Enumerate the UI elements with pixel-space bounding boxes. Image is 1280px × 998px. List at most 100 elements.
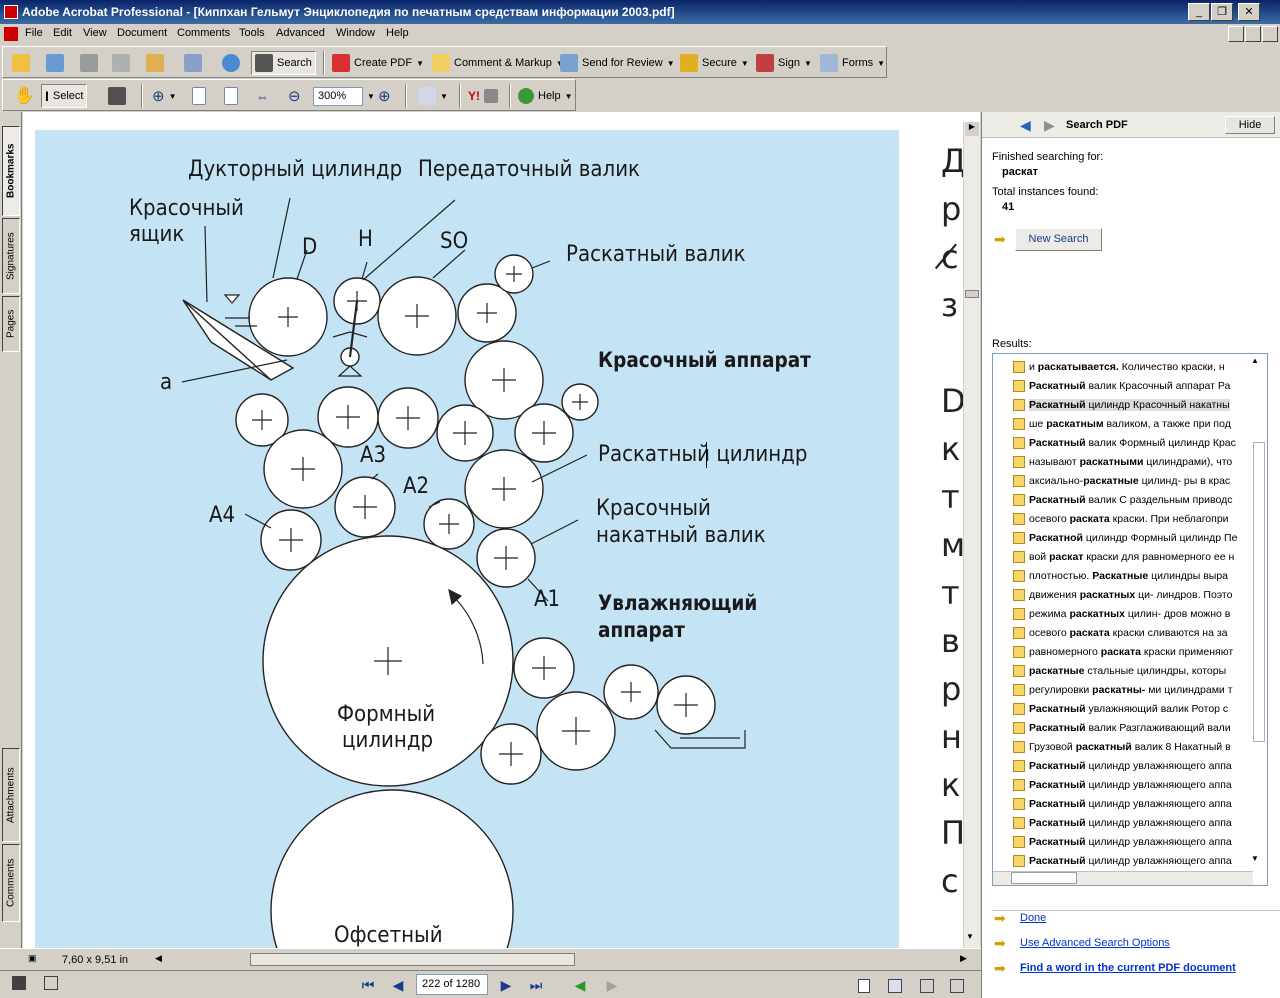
result-item[interactable]: Раскатный цилиндр увлажняющего аппа <box>1013 813 1253 832</box>
result-item[interactable]: называют раскатными цилиндрами), что <box>1013 452 1253 471</box>
organizer-button[interactable] <box>43 51 67 75</box>
menu-document[interactable]: Document <box>117 27 168 39</box>
tab-attachments[interactable]: Attachments <box>2 748 20 842</box>
result-item[interactable]: движения раскатных ци- линдров. Поэто <box>1013 585 1253 604</box>
scroll-thumb[interactable] <box>965 290 979 298</box>
facing-layout-icon[interactable] <box>920 979 934 993</box>
web-button[interactable] <box>219 51 243 75</box>
result-item[interactable]: ше раскатным валиком, а также при под <box>1013 414 1253 433</box>
close-button[interactable]: ✕ <box>1238 3 1260 21</box>
menu-help[interactable]: Help <box>386 27 409 39</box>
horizontal-scroll-thumb[interactable] <box>250 953 575 966</box>
fit-width-button[interactable]: ⇔ <box>253 84 272 108</box>
zoom-dropdown-arrow[interactable]: ▼ <box>367 92 375 101</box>
result-item[interactable]: равномерного раската краски применяют <box>1013 642 1253 661</box>
find-word-link[interactable]: Find a word in the current PDF document <box>1020 962 1236 974</box>
help-button[interactable]: Help▼ <box>515 84 576 108</box>
result-item[interactable]: аксиально-раскатные цилинд- ры в крас <box>1013 471 1253 490</box>
menu-view[interactable]: View <box>83 27 107 39</box>
results-scroll-down-icon[interactable]: ▼ <box>1251 854 1259 863</box>
new-search-button[interactable]: New Search <box>1015 228 1102 251</box>
document-vertical-scrollbar[interactable]: ▶ ▼ <box>963 122 980 948</box>
advanced-search-link[interactable]: Use Advanced Search Options <box>1020 937 1170 949</box>
tab-pages[interactable]: Pages <box>2 296 20 352</box>
attach-button[interactable] <box>181 51 205 75</box>
print-button[interactable] <box>109 51 133 75</box>
continuous-layout-icon[interactable] <box>888 979 902 993</box>
email-button[interactable] <box>143 51 167 75</box>
result-item[interactable]: Раскатный цилиндр увлажняющего аппа <box>1013 851 1253 870</box>
secure-button[interactable]: Secure▼ <box>677 51 752 75</box>
doc-close-button[interactable] <box>1262 26 1278 42</box>
tab-signatures[interactable]: Signatures <box>2 218 20 294</box>
view-icon[interactable] <box>44 976 58 990</box>
yahoo-button[interactable]: Y! <box>465 84 501 108</box>
doc-minimize-button[interactable] <box>1228 26 1244 42</box>
open-button[interactable] <box>9 51 33 75</box>
menu-file[interactable]: File <box>25 27 43 39</box>
page-number-input[interactable]: 222 of 1280 <box>416 974 488 995</box>
send-review-button[interactable]: Send for Review▼ <box>557 51 678 75</box>
menu-tools[interactable]: Tools <box>239 27 265 39</box>
h-scroll-right-icon[interactable]: ▶ <box>960 953 967 963</box>
result-item[interactable]: осевого раската краски сливаются на за <box>1013 623 1253 642</box>
hide-button[interactable]: Hide <box>1225 116 1275 134</box>
menu-window[interactable]: Window <box>336 27 376 39</box>
result-item[interactable]: Раскатный цилиндр увлажняющего аппа <box>1013 832 1253 851</box>
result-item[interactable]: Раскатный цилиндр увлажняющего аппа <box>1013 756 1253 775</box>
last-page-button[interactable]: ⏭ <box>529 976 543 993</box>
create-pdf-button[interactable]: Create PDF▼ <box>329 51 427 75</box>
zoom-in-button[interactable]: ⊕ <box>375 84 394 108</box>
result-item[interactable]: Раскатной цилиндр Формный цилиндр Пе <box>1013 528 1253 547</box>
first-page-button[interactable]: ⏮ <box>361 976 375 993</box>
result-item[interactable]: осевого раската краски. При неблагопри <box>1013 509 1253 528</box>
results-scroll-up-icon[interactable]: ▲ <box>1251 356 1259 365</box>
done-link[interactable]: Done <box>1020 912 1047 924</box>
tab-bookmarks[interactable]: Bookmarks <box>2 126 20 216</box>
results-scroll-thumb[interactable] <box>1253 442 1265 742</box>
forward-arrow-icon[interactable]: ▶ <box>1044 117 1055 133</box>
result-item[interactable]: Грузовой раскатный валик 8 Накатный в <box>1013 737 1253 756</box>
result-item[interactable]: Раскатный валик С раздельным приводс <box>1013 490 1253 509</box>
result-item[interactable]: плотностью. Раскатные цилиндры выра <box>1013 566 1253 585</box>
result-item[interactable]: Раскатный цилиндр увлажняющего аппа <box>1013 775 1253 794</box>
scroll-down-arrow-icon[interactable]: ▼ <box>966 932 974 941</box>
restore-button[interactable]: ❐ <box>1211 3 1233 21</box>
minimize-button[interactable]: _ <box>1188 3 1210 21</box>
single-page-layout-icon[interactable] <box>858 979 870 993</box>
previous-page-button[interactable]: ◀ <box>392 976 404 993</box>
fit-page-button[interactable] <box>221 84 241 108</box>
sign-button[interactable]: Sign▼ <box>753 51 815 75</box>
continuous-facing-layout-icon[interactable] <box>950 979 964 993</box>
menu-advanced[interactable]: Advanced <box>276 27 325 39</box>
result-item[interactable]: Раскатный валик Красочный аппарат Ра <box>1013 376 1253 395</box>
menu-comments[interactable]: Comments <box>177 27 231 39</box>
zoom-in-tool-button[interactable]: ⊕▼ <box>152 88 177 105</box>
zoom-out-button[interactable]: ⊖ <box>285 84 304 108</box>
result-item[interactable]: режима раскатных цилин- дров можно в <box>1013 604 1253 623</box>
document-viewer[interactable]: Дукторный цилиндр Передаточный валик Кра… <box>23 112 980 948</box>
result-item[interactable]: регулировки раскатны- ми цилиндрами т <box>1013 680 1253 699</box>
search-button[interactable]: Search <box>251 51 316 75</box>
result-item[interactable]: Раскатный валик Формный цилиндр Крас <box>1013 433 1253 452</box>
result-item[interactable]: раскатные стальные цилиндры, которы <box>1013 661 1253 680</box>
result-item[interactable]: Раскатный цилиндр Красочный накатны <box>1013 395 1253 414</box>
snapshot-button[interactable] <box>105 84 129 108</box>
tab-comments[interactable]: Comments <box>2 844 20 922</box>
zoom-input[interactable]: 300% <box>313 87 363 106</box>
menu-edit[interactable]: Edit <box>53 27 72 39</box>
next-page-button[interactable]: ▶ <box>500 976 512 993</box>
scroll-right-arrow-icon[interactable]: ▶ <box>965 122 979 136</box>
h-scroll-left-icon[interactable]: ◀ <box>155 953 162 963</box>
save-button[interactable] <box>77 51 101 75</box>
rotate-button[interactable]: ▼ <box>415 84 451 108</box>
result-item[interactable]: Раскатный цилиндр увлажняющего аппа <box>1013 794 1253 813</box>
results-h-scroll-thumb[interactable] <box>1011 872 1077 884</box>
doc-restore-button[interactable] <box>1245 26 1261 42</box>
single-page-icon[interactable] <box>12 976 26 990</box>
result-item[interactable]: вой раскат краски для равномерного ее н <box>1013 547 1253 566</box>
result-item[interactable]: и раскатывается. Количество краски, н <box>1013 357 1253 376</box>
hand-tool-button[interactable]: ✋ <box>11 84 38 108</box>
actual-size-button[interactable] <box>189 84 209 108</box>
